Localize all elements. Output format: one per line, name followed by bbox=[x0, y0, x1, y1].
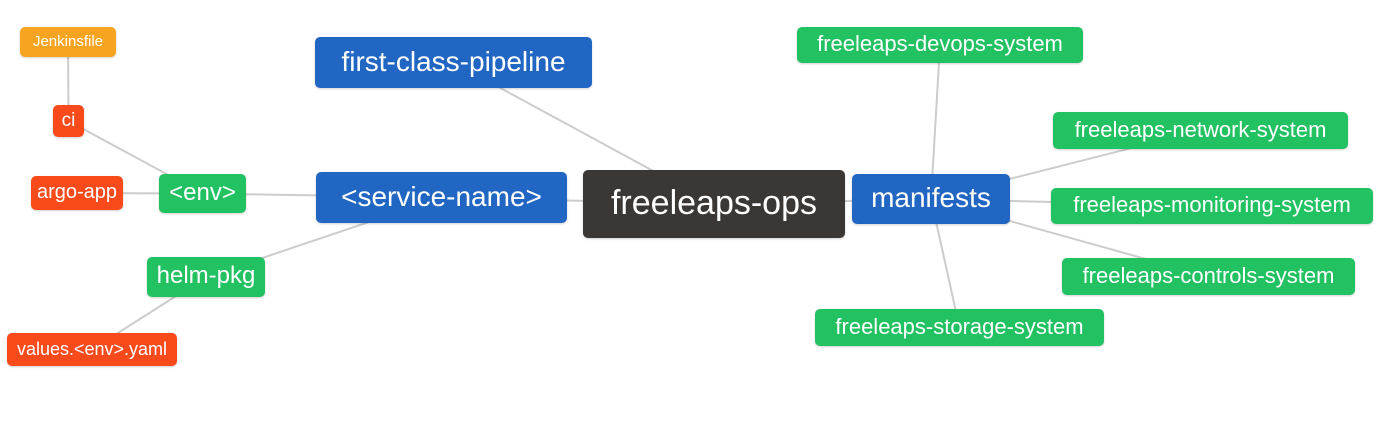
node-first-class-pipeline[interactable]: first-class-pipeline bbox=[315, 37, 592, 88]
node-helm-pkg[interactable]: helm-pkg bbox=[147, 257, 265, 297]
node-env[interactable]: <env> bbox=[159, 174, 246, 213]
edge-manifests--freeleaps-devops-system bbox=[930, 44, 941, 200]
node-ci[interactable]: ci bbox=[53, 105, 84, 137]
node-label: freeleaps-monitoring-system bbox=[1073, 192, 1351, 217]
node-label: argo-app bbox=[36, 181, 118, 203]
node-label: Jenkinsfile bbox=[32, 32, 104, 50]
node-freeleaps-devops-system[interactable]: freeleaps-devops-system bbox=[797, 27, 1083, 63]
node-manifests[interactable]: manifests bbox=[852, 174, 1010, 224]
node-jenkinsfile[interactable]: Jenkinsfile bbox=[20, 27, 116, 57]
node-freeleaps-ops[interactable]: freeleaps-ops bbox=[583, 170, 845, 238]
node-label: freeleaps-network-system bbox=[1074, 116, 1327, 142]
node-freeleaps-storage-system[interactable]: freeleaps-storage-system bbox=[815, 309, 1104, 346]
node-label: helm-pkg bbox=[156, 262, 256, 289]
node-argo-app[interactable]: argo-app bbox=[31, 176, 123, 210]
node-label: values.<env>.yaml bbox=[16, 338, 168, 359]
node-freeleaps-controls-system[interactable]: freeleaps-controls-system bbox=[1062, 258, 1355, 295]
node-label: freeleaps-ops bbox=[610, 184, 817, 222]
node-label: freeleaps-controls-system bbox=[1082, 262, 1335, 288]
node-label: freeleaps-storage-system bbox=[835, 313, 1084, 339]
node-values-env-yaml[interactable]: values.<env>.yaml bbox=[7, 333, 177, 366]
node-label: <env> bbox=[169, 178, 236, 206]
node-label: manifests bbox=[871, 182, 991, 213]
node-label: <service-name> bbox=[341, 180, 542, 212]
node-freeleaps-network-system[interactable]: freeleaps-network-system bbox=[1053, 112, 1348, 149]
node-label: first-class-pipeline bbox=[341, 45, 566, 77]
node-label: freeleaps-devops-system bbox=[817, 31, 1063, 56]
node-service-name[interactable]: <service-name> bbox=[316, 172, 567, 223]
node-label: ci bbox=[61, 109, 76, 131]
node-freeleaps-monitoring-system[interactable]: freeleaps-monitoring-system bbox=[1051, 188, 1373, 224]
